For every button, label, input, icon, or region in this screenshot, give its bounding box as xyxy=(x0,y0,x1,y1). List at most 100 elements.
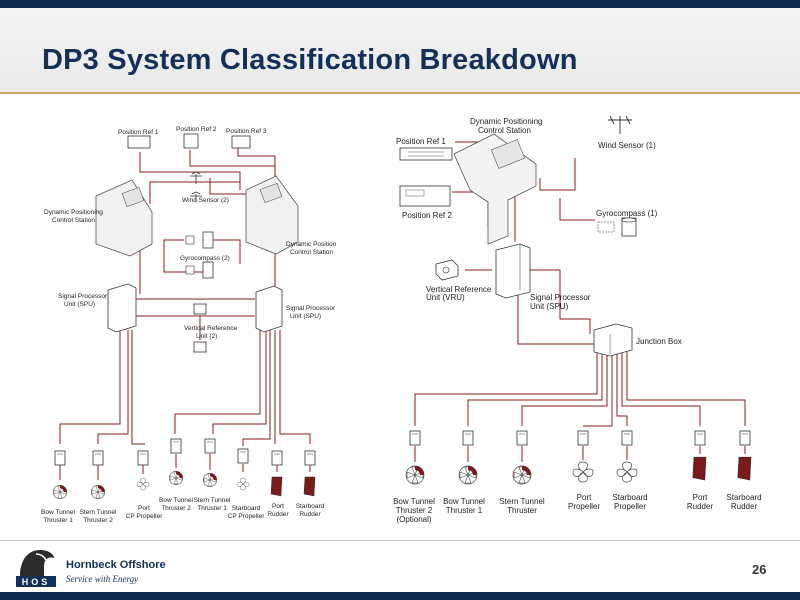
left-thruster-label: Thruster 2 xyxy=(161,505,191,512)
vru-device-2 xyxy=(193,341,207,353)
spu-right-cabinet xyxy=(255,285,283,333)
title-band xyxy=(0,8,800,92)
right-thruster-label: Bow Tunnel xyxy=(393,497,435,506)
propeller-icon xyxy=(572,461,594,483)
tunnel-thruster-icon xyxy=(202,472,218,488)
junction-box-label: Junction Box xyxy=(636,337,682,346)
tunnel-thruster-icon xyxy=(52,484,68,500)
right-position-ref-1-label: Position Ref 1 xyxy=(396,137,446,146)
left-thruster-label: CP Propeller xyxy=(228,513,266,520)
left-components: Position Ref 1 Position Ref 2 Position R… xyxy=(41,126,337,524)
spu-cabinet xyxy=(495,243,531,299)
right-dp-station-label-1: Dynamic Positioning xyxy=(470,117,542,126)
right-thruster-label: Bow Tunnel xyxy=(443,497,485,506)
left-thruster-label: Bow Tunnel xyxy=(159,497,194,504)
left-thruster-label: Rudder xyxy=(299,511,321,518)
right-thruster-label: Rudder xyxy=(731,502,758,511)
propeller-icon xyxy=(616,461,638,483)
right-thruster-label: Starboard xyxy=(726,493,761,502)
position-ref-1-device xyxy=(127,135,151,149)
thruster-control-box xyxy=(577,430,589,446)
thruster-control-box xyxy=(409,430,421,446)
right-thruster-label: Port xyxy=(577,493,592,502)
left-thruster-label: CP Propeller xyxy=(126,513,164,520)
thruster-control-box xyxy=(271,450,283,466)
right-thruster-label: Rudder xyxy=(687,502,714,511)
left-thruster-label: Rudder xyxy=(267,511,289,518)
left-vru-label-1: Vertical Reference xyxy=(184,325,237,332)
left-position-ref-3-label: Position Ref 3 xyxy=(226,128,267,135)
left-thruster-label: Thruster 1 xyxy=(197,505,227,512)
spu-left-cabinet xyxy=(107,283,137,333)
right-thruster-label: Thruster 2 xyxy=(396,506,433,515)
company-tagline: Service with Energy xyxy=(66,574,139,584)
right-gyro-label: Gyrocompass (1) xyxy=(596,209,658,218)
right-spu-label-1: Signal Processor xyxy=(530,293,591,302)
gyro-device-1 xyxy=(202,231,214,249)
left-wind-sensor-label: Wind Sensor (2) xyxy=(182,197,229,204)
left-position-ref-1-label: Position Ref 1 xyxy=(118,129,159,136)
right-position-ref-2-label: Position Ref 2 xyxy=(402,211,452,220)
title-rule xyxy=(0,92,800,94)
hornbeck-logo: HOS xyxy=(16,550,56,587)
right-thruster-label: Stern Tunnel xyxy=(499,497,545,506)
right-thruster-label: Propeller xyxy=(568,502,600,511)
right-thruster-label: Thruster xyxy=(507,506,537,515)
left-thruster-label: Starboard xyxy=(232,505,261,512)
left-thruster-label: Thruster 2 xyxy=(83,517,113,524)
left-thruster-label: Stern Tunnel xyxy=(194,497,231,504)
dp-station-right-label-1: Dynamic Position xyxy=(286,241,337,248)
left-thruster-label: Starboard xyxy=(296,503,325,510)
position-ref-2-device xyxy=(183,133,199,149)
thruster-control-box xyxy=(462,430,474,446)
thruster-control-box xyxy=(170,438,182,454)
left-thruster-label: Port xyxy=(272,503,284,510)
gyro-device-2 xyxy=(202,261,214,279)
logo-letters: HOS xyxy=(22,577,51,587)
right-dp-station-label-2: Control Station xyxy=(478,126,531,135)
right-thruster-label: Propeller xyxy=(614,502,646,511)
right-diagram: Dynamic Positioning Control Station Posi… xyxy=(393,115,762,524)
right-vru-label-2: Unit (VRU) xyxy=(426,293,465,302)
tunnel-thruster-icon xyxy=(458,465,478,485)
thruster-control-box xyxy=(204,438,216,454)
thruster-control-box xyxy=(621,430,633,446)
left-spu-left-label-2: Unit (SPU) xyxy=(64,301,95,308)
rudder-icon xyxy=(737,456,752,481)
left-diagram xyxy=(59,146,311,480)
thruster-control-box xyxy=(237,448,249,464)
right-spu-label-2: Unit (SPU) xyxy=(530,302,569,311)
position-ref-3-device xyxy=(231,135,251,149)
rudder-icon xyxy=(692,456,707,481)
left-vru-label-2: Unit (2) xyxy=(196,333,217,340)
vru-device-1 xyxy=(193,303,207,315)
right-diagram-wiring xyxy=(414,141,746,462)
dp-station-left-label-2: Control Station xyxy=(52,217,95,224)
wind-sensor-icon xyxy=(608,115,632,134)
right-thruster-label: Thruster 1 xyxy=(446,506,483,515)
footer-rule xyxy=(0,540,800,541)
thruster-control-box xyxy=(739,430,751,446)
dp-console-right xyxy=(245,175,299,255)
wind-sensor-icon xyxy=(190,171,202,202)
position-ref-2-device xyxy=(399,185,451,207)
tunnel-thruster-icon xyxy=(512,465,532,485)
right-thruster-label: Starboard xyxy=(612,493,647,502)
company-name: Hornbeck Offshore xyxy=(66,559,166,571)
thruster-control-box xyxy=(92,450,104,466)
thruster-control-box xyxy=(137,450,149,466)
left-thruster-label: Thruster 1 xyxy=(43,517,73,524)
left-thruster-label: Bow Tunnel xyxy=(41,509,76,516)
junction-box xyxy=(593,323,633,357)
left-spu-right-label-1: Signal Processor xyxy=(286,305,336,312)
top-bar xyxy=(0,0,800,8)
rudder-icon xyxy=(270,476,283,497)
bottom-bar xyxy=(0,592,800,600)
left-thruster-label: Port xyxy=(138,505,150,512)
left-thruster-label: Stern Tunnel xyxy=(80,509,117,516)
dp-station-right-label-2: Control Station xyxy=(290,249,333,256)
slide-title: DP3 System Classification Breakdown xyxy=(42,44,578,76)
propeller-icon xyxy=(236,477,250,491)
left-spu-left-label-1: Signal Processor xyxy=(58,293,108,300)
right-wind-sensor-label: Wind Sensor (1) xyxy=(598,141,656,150)
